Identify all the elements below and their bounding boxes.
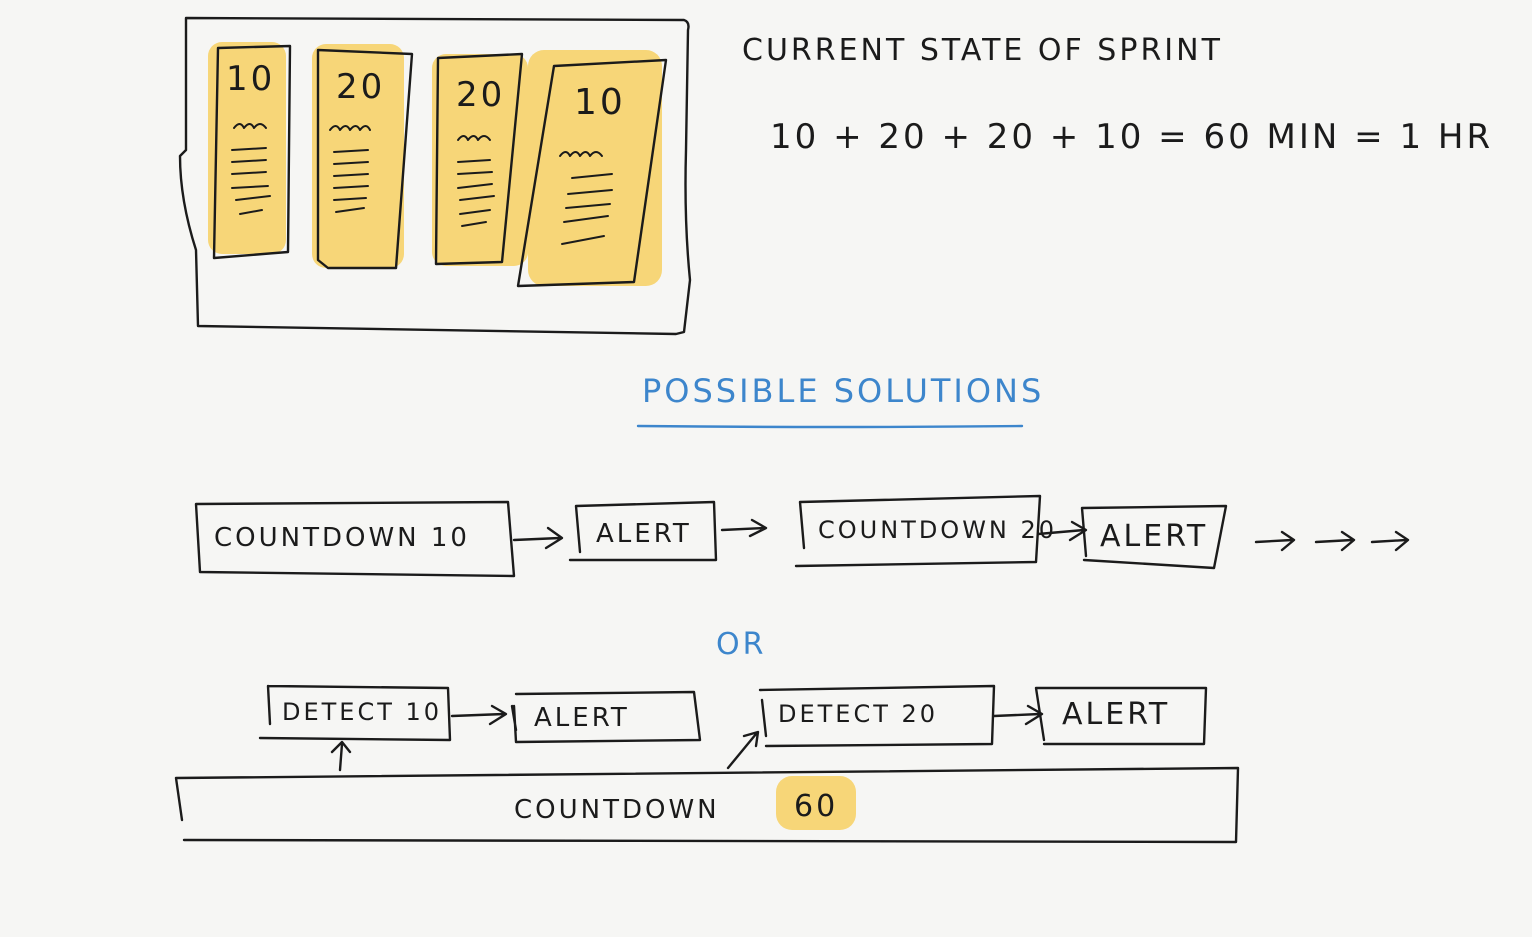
continuation-arrows-icon [1254,530,1410,552]
task-card: 10 [208,42,292,260]
countdown-value: 60 [794,789,838,824]
countdown-highlight [776,776,856,830]
card-points: 10 [226,59,275,99]
step-label: ALERT [534,703,630,733]
task-card: 10 [516,50,668,288]
trigger-arrow-icon [726,730,760,770]
sprint-board: 10 20 20 10 [178,16,692,336]
or-label: OR [716,627,766,662]
card-points: 20 [456,75,505,115]
flow-step-detect-20: DETECT 20 [758,684,996,748]
card-outline [212,44,292,260]
step-label: DETECT 10 [282,698,442,726]
card-points: 10 [574,82,626,123]
card-points: 20 [336,67,385,107]
card-outline [316,48,414,270]
step-label: DETECT 20 [778,700,938,728]
solutions-underline [636,424,1024,429]
sprint-equation: 10 + 20 + 20 + 10 = 60 MIN = 1 HR [770,117,1493,157]
card-highlight [528,50,662,286]
task-card: 20 [432,52,528,266]
arrow-icon [992,704,1044,726]
countdown-bar: COUNTDOWN 60 [174,766,1240,844]
card-outline [434,52,524,266]
card-highlight [208,42,286,254]
arrow-icon [512,526,564,550]
trigger-arrow-icon [330,740,352,772]
step-label: ALERT [1100,519,1208,554]
arrow-icon [720,518,768,538]
flow-step-alert: ALERT [1034,686,1208,746]
step-label: ALERT [596,519,692,549]
flow-sequential: COUNTDOWN 10 ALERT COUNTDOWN 20 ALERT [194,494,1410,578]
sprint-heading: CURRENT STATE OF SPRINT [742,33,1223,68]
board-frame [178,16,692,336]
flow-parallel: DETECT 10 ALERT DETECT 20 ALERT COUNTDOW… [174,684,1240,844]
countdown-label: COUNTDOWN [514,795,720,825]
arrow-icon [1036,520,1088,542]
step-label: ALERT [1062,697,1170,732]
arrow-icon [450,704,508,726]
flow-step-alert: ALERT [568,500,718,562]
solutions-title: POSSIBLE SOLUTIONS [642,372,1044,410]
flow-step-detect-10: DETECT 10 [258,684,452,742]
card-outline [516,58,668,288]
flow-step-countdown-10: COUNTDOWN 10 [194,500,516,578]
flow-step-alert: ALERT [510,690,702,744]
step-label: COUNTDOWN 20 [818,516,1057,544]
step-label: COUNTDOWN 10 [214,523,470,553]
task-card: 20 [312,44,414,270]
flow-step-alert: ALERT [1080,504,1228,570]
flow-step-countdown-20: COUNTDOWN 20 [794,494,1057,568]
